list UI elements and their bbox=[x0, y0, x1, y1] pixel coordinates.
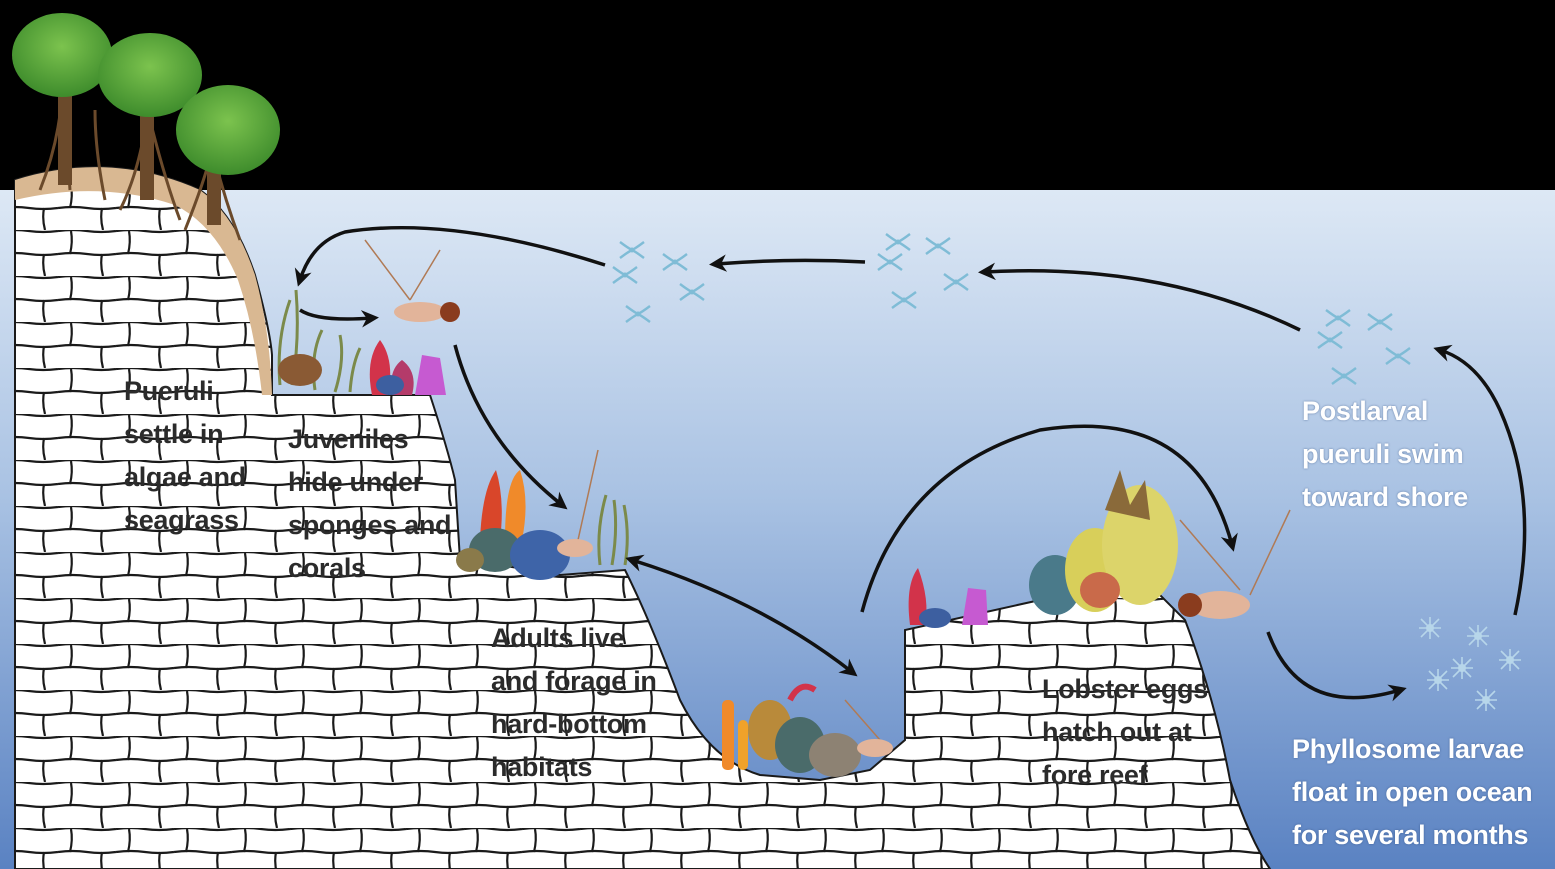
label-eggs-hatch-line: hatch out at bbox=[1042, 711, 1208, 754]
label-phyllosome-larvae-line: for several months bbox=[1292, 814, 1532, 857]
label-juveniles-line: sponges and bbox=[288, 504, 451, 547]
label-pueruli-settle-line: algae and bbox=[124, 456, 246, 499]
label-pueruli-settle-line: Pueruli bbox=[124, 370, 246, 413]
label-postlarval-pueruli-line: pueruli swim bbox=[1302, 433, 1468, 476]
label-pueruli-settle-line: seagrass bbox=[124, 499, 246, 542]
label-pueruli-settle-line: settle in bbox=[124, 413, 246, 456]
algae-clump bbox=[278, 354, 322, 386]
label-adults-line: Adults live bbox=[491, 617, 657, 660]
label-postlarval-pueruli-line: toward shore bbox=[1302, 476, 1468, 519]
label-juveniles-line: corals bbox=[288, 547, 451, 590]
label-adults-line: hard-bottom bbox=[491, 703, 657, 746]
label-juveniles-line: hide under bbox=[288, 461, 451, 504]
label-eggs-hatch-line: Lobster eggs bbox=[1042, 668, 1208, 711]
label-juveniles-line: Juveniles bbox=[288, 418, 451, 461]
label-phyllosome-larvae-line: Phyllosome larvae bbox=[1292, 728, 1532, 771]
label-phyllosome-larvae-line: float in open ocean bbox=[1292, 771, 1532, 814]
label-adults-line: habitats bbox=[491, 746, 657, 789]
label-eggs-hatch-line: fore reef bbox=[1042, 754, 1208, 797]
label-adults-line: and forage in bbox=[491, 660, 657, 703]
label-postlarval-pueruli-line: Postlarval bbox=[1302, 390, 1468, 433]
